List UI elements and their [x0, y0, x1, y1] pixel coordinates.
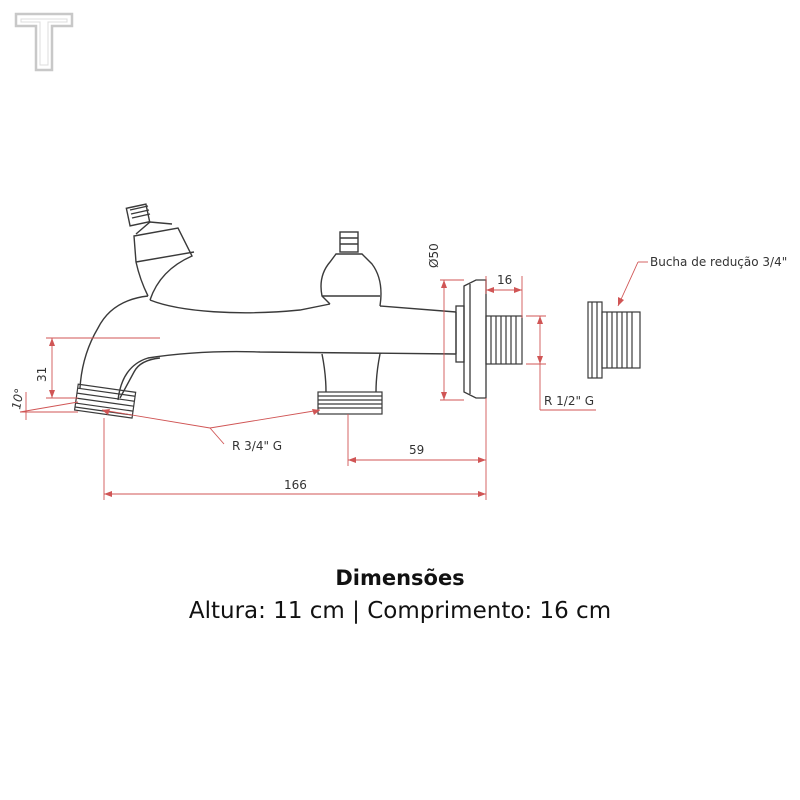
caption-title: Dimensões [335, 566, 465, 590]
dim-31-label: 31 [35, 367, 49, 382]
rear-thread [485, 315, 523, 365]
faucet-body [79, 203, 457, 401]
dimension-lines [19, 261, 648, 500]
dim-59-label: 59 [409, 443, 424, 457]
diameter-label: Ø50 [427, 243, 441, 268]
left-thread [73, 383, 137, 419]
reducer-label: Bucha de redução 3/4" [650, 255, 787, 269]
angle-10-label: 10° [9, 387, 26, 410]
dimension-arrows [49, 280, 624, 497]
middle-thread [317, 391, 383, 415]
t-letter-logo-icon [14, 12, 74, 72]
dim-166-label: 166 [284, 478, 307, 492]
thread-three-quarter-label: R 3/4" G [232, 439, 282, 453]
dim-16-label: 16 [497, 273, 512, 287]
thread-half-label: R 1/2" G [544, 394, 594, 408]
caption-subtitle: Altura: 11 cm | Comprimento: 16 cm [188, 598, 612, 624]
reducer-bushing [587, 301, 641, 379]
wall-flange [455, 279, 487, 399]
